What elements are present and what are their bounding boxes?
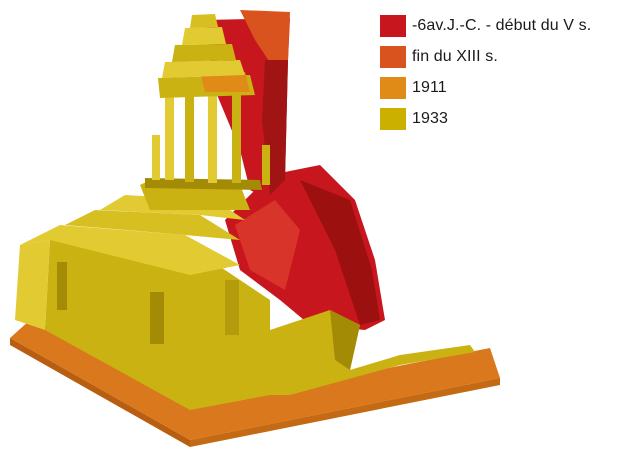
legend: -6av.J.-C. - début du V s. fin du XIII s… (380, 10, 620, 134)
legend-item: -6av.J.-C. - début du V s. (380, 10, 620, 41)
legend-label: fin du XIII s. (412, 47, 498, 65)
legend-label: -6av.J.-C. - début du V s. (412, 16, 592, 34)
legend-item: 1911 (380, 72, 620, 103)
legend-item: 1933 (380, 103, 620, 134)
legend-swatch (380, 107, 406, 130)
column-3 (208, 95, 217, 183)
base-plate-edge (10, 338, 190, 447)
legend-label: 1933 (412, 109, 448, 127)
column-1 (165, 95, 174, 180)
legend-label: 1911 (412, 78, 447, 96)
roof-tier-3 (182, 27, 226, 45)
legend-swatch (380, 45, 406, 68)
podium-step-1 (65, 210, 240, 240)
legend-item: fin du XIII s. (380, 41, 620, 72)
podium-top (20, 225, 240, 275)
relief-panel-right (150, 292, 164, 344)
relief-panel-left (57, 262, 67, 310)
column-2 (185, 95, 194, 182)
column-5 (152, 135, 160, 180)
roof-tier-1 (162, 60, 245, 78)
podium-left-face (15, 240, 50, 330)
base-plate-edge-right (190, 378, 500, 447)
roof-tier-2 (172, 44, 236, 62)
podium-lower-step-shade (330, 310, 360, 370)
entablature-orange (200, 72, 250, 92)
legend-swatch (380, 76, 406, 99)
column-4 (232, 95, 241, 183)
temple-base (145, 178, 262, 190)
roof-top (190, 14, 218, 28)
column-6 (262, 145, 270, 185)
podium-lower-step (270, 310, 475, 395)
inscription-panel (225, 280, 239, 335)
ruin-mass-light (235, 200, 300, 290)
ruin-mass-shade (300, 180, 380, 325)
legend-swatch (380, 14, 406, 37)
tower-wall-orange (240, 10, 290, 70)
